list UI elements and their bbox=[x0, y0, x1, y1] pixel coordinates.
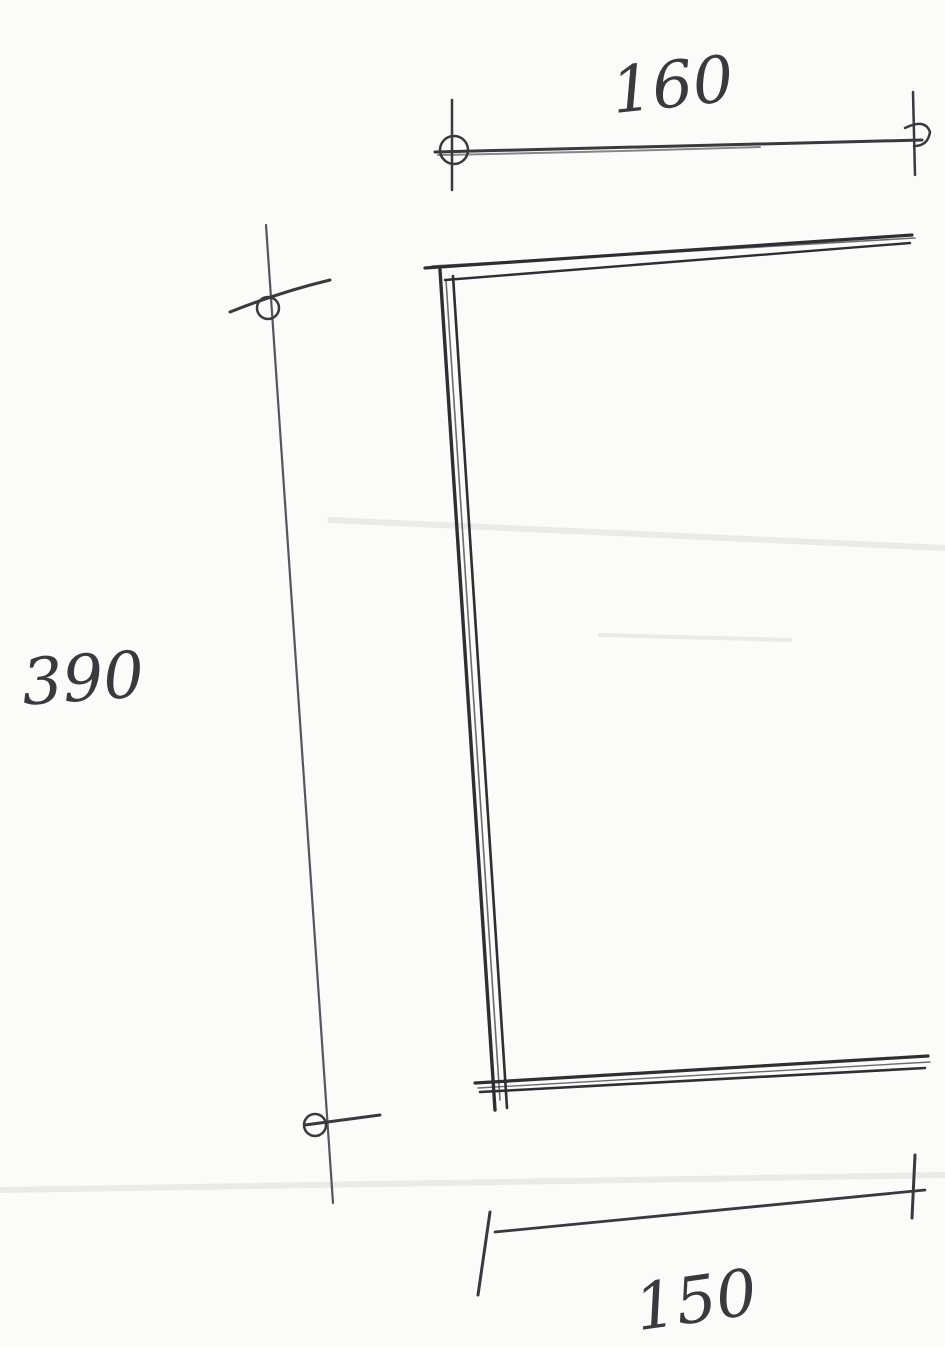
profile-bottom-flange bbox=[473, 1054, 930, 1085]
c-profile-outline bbox=[423, 233, 931, 1112]
profile-web bbox=[438, 268, 497, 1112]
top-width-label: 160 bbox=[608, 43, 737, 129]
height-dimension-line bbox=[228, 223, 382, 1205]
bottom-dimension-line bbox=[476, 1153, 927, 1297]
bottom-width-label: 150 bbox=[630, 1256, 761, 1346]
paper-smudges bbox=[0, 517, 945, 1193]
height-label: 390 bbox=[20, 638, 147, 720]
top-dimension-line bbox=[433, 90, 932, 192]
